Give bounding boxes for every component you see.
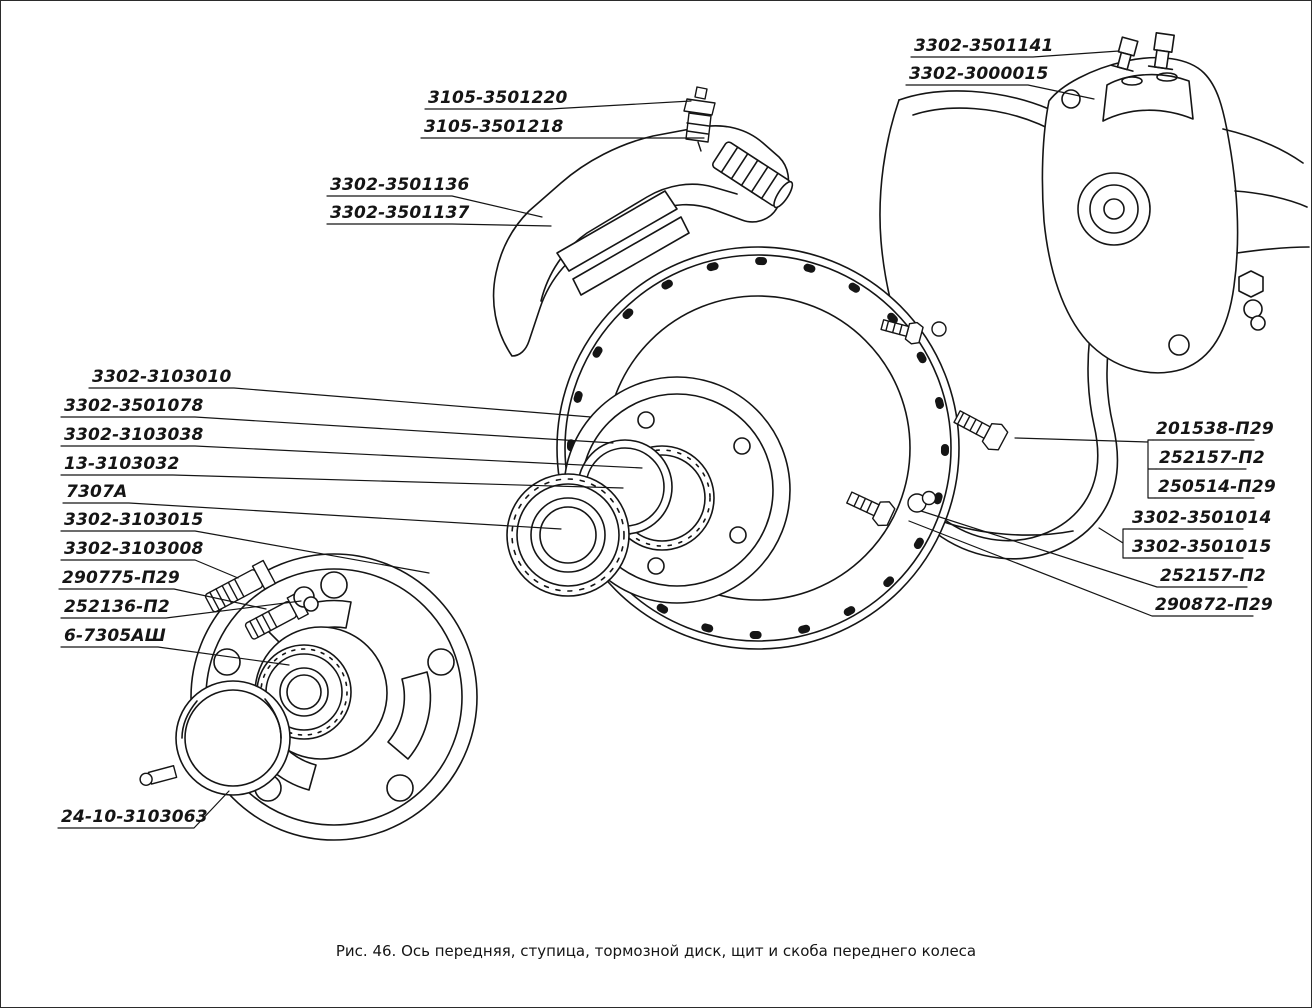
- brake-caliper: [492, 86, 794, 357]
- leader-lines: [57, 50, 1255, 829]
- part-label-3302-3103010: 3302-3103010: [92, 367, 232, 387]
- part-label-252157-p2-lower: 252157-П2: [1160, 566, 1266, 586]
- shield-bolt-lower: [846, 491, 896, 527]
- knuckle-bolt-1: [1110, 36, 1139, 72]
- brake-pad-outer: [556, 190, 678, 272]
- part-label-6-7305ash: 6-7305АШ: [64, 626, 166, 646]
- shield-bolts: [846, 319, 1009, 527]
- caliper-guide-pin: [712, 141, 794, 209]
- shield-bolt-upper: [953, 410, 1009, 451]
- part-label-13-3103032: 13-3103032: [64, 454, 180, 474]
- part-label-3302-3103015: 3302-3103015: [64, 510, 204, 530]
- wheel-stud-2: [244, 592, 309, 640]
- figure-caption: Рис. 46. Ось передняя, ступица, тормозно…: [335, 942, 977, 960]
- wheel-hub: [139, 553, 478, 841]
- part-label-3302-3103008: 3302-3103008: [64, 539, 204, 559]
- part-label-252157-p2: 252157-П2: [1159, 448, 1265, 468]
- wheel-stud-1: [204, 559, 277, 613]
- part-label-250514-p29: 250514-П29: [1158, 477, 1276, 497]
- part-label-252136-p2: 252136-П2: [64, 597, 170, 617]
- part-label-290775-p29: 290775-П29: [62, 568, 180, 588]
- wheel-bearings: [506, 439, 673, 597]
- brake-pad-inner: [572, 216, 690, 296]
- part-label-3302-3501141: 3302-3501141: [914, 36, 1054, 56]
- part-label-7307a: 7307А: [66, 482, 128, 502]
- part-label-3105-3501220: 3105-3501220: [428, 88, 568, 108]
- part-label-3302-3501014: 3302-3501014: [1132, 508, 1272, 528]
- part-label-3302-3501015: 3302-3501015: [1132, 537, 1272, 557]
- steering-knuckle: [1041, 32, 1310, 374]
- part-label-3302-3501136: 3302-3501136: [330, 175, 470, 195]
- part-label-3105-3501218: 3105-3501218: [424, 117, 564, 137]
- bleeder-valve: [683, 86, 716, 152]
- part-label-201538-p29: 201538-П29: [1156, 419, 1274, 439]
- part-label-290872-p29: 290872-П29: [1155, 595, 1273, 615]
- part-label-3302-3501078: 3302-3501078: [64, 396, 204, 416]
- part-label-3302-3501137: 3302-3501137: [330, 203, 470, 223]
- grease-cap: [139, 680, 291, 796]
- spindle-bolt: [880, 319, 924, 345]
- part-label-3302-3103038: 3302-3103038: [64, 425, 204, 445]
- hex-nut: [1238, 270, 1264, 298]
- part-label-24-10-3103063: 24-10-3103063: [61, 807, 208, 827]
- knuckle-bolt-2: [1147, 32, 1175, 71]
- part-label-3302-3000015: 3302-3000015: [909, 64, 1049, 84]
